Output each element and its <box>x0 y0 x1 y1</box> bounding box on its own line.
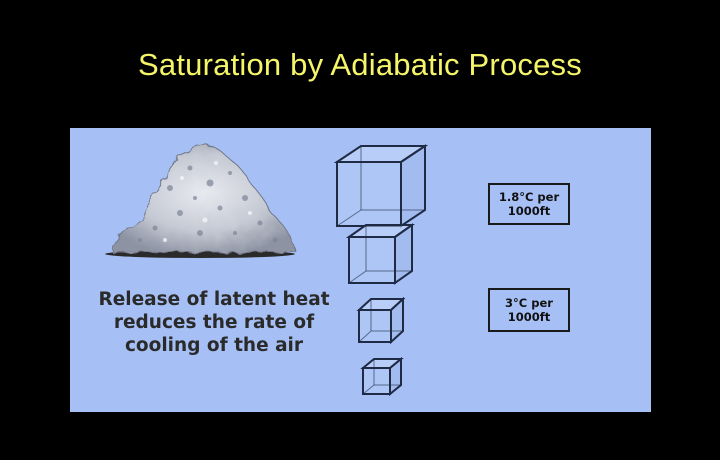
cube-largest-icon <box>333 144 429 228</box>
dry-rate-unit: 1000ft <box>507 310 551 324</box>
latent-heat-caption: Release of latent heat reduces the rate … <box>84 288 344 357</box>
cube-large-icon <box>345 223 416 285</box>
diagram-svg <box>105 144 429 397</box>
diagram-panel: Release of latent heat reduces the rate … <box>70 128 651 412</box>
page-title: Saturation by Adiabatic Process <box>138 47 582 82</box>
saturated-rate-value: 1.8°C per <box>498 190 560 204</box>
caption-line: cooling of the air <box>124 335 304 356</box>
cube-small-icon <box>360 356 404 397</box>
cloud-icon <box>105 144 297 258</box>
dry-rate-value: 3°C per <box>505 296 553 310</box>
caption-line: reduces the rate of <box>113 312 315 333</box>
dry-rate-box: 3°C per 1000ft <box>488 288 570 332</box>
cube-medium-icon <box>356 296 406 345</box>
saturated-rate-box: 1.8°C per 1000ft <box>488 183 570 225</box>
saturated-rate-unit: 1000ft <box>507 204 551 218</box>
caption-line: Release of latent heat <box>98 289 330 310</box>
